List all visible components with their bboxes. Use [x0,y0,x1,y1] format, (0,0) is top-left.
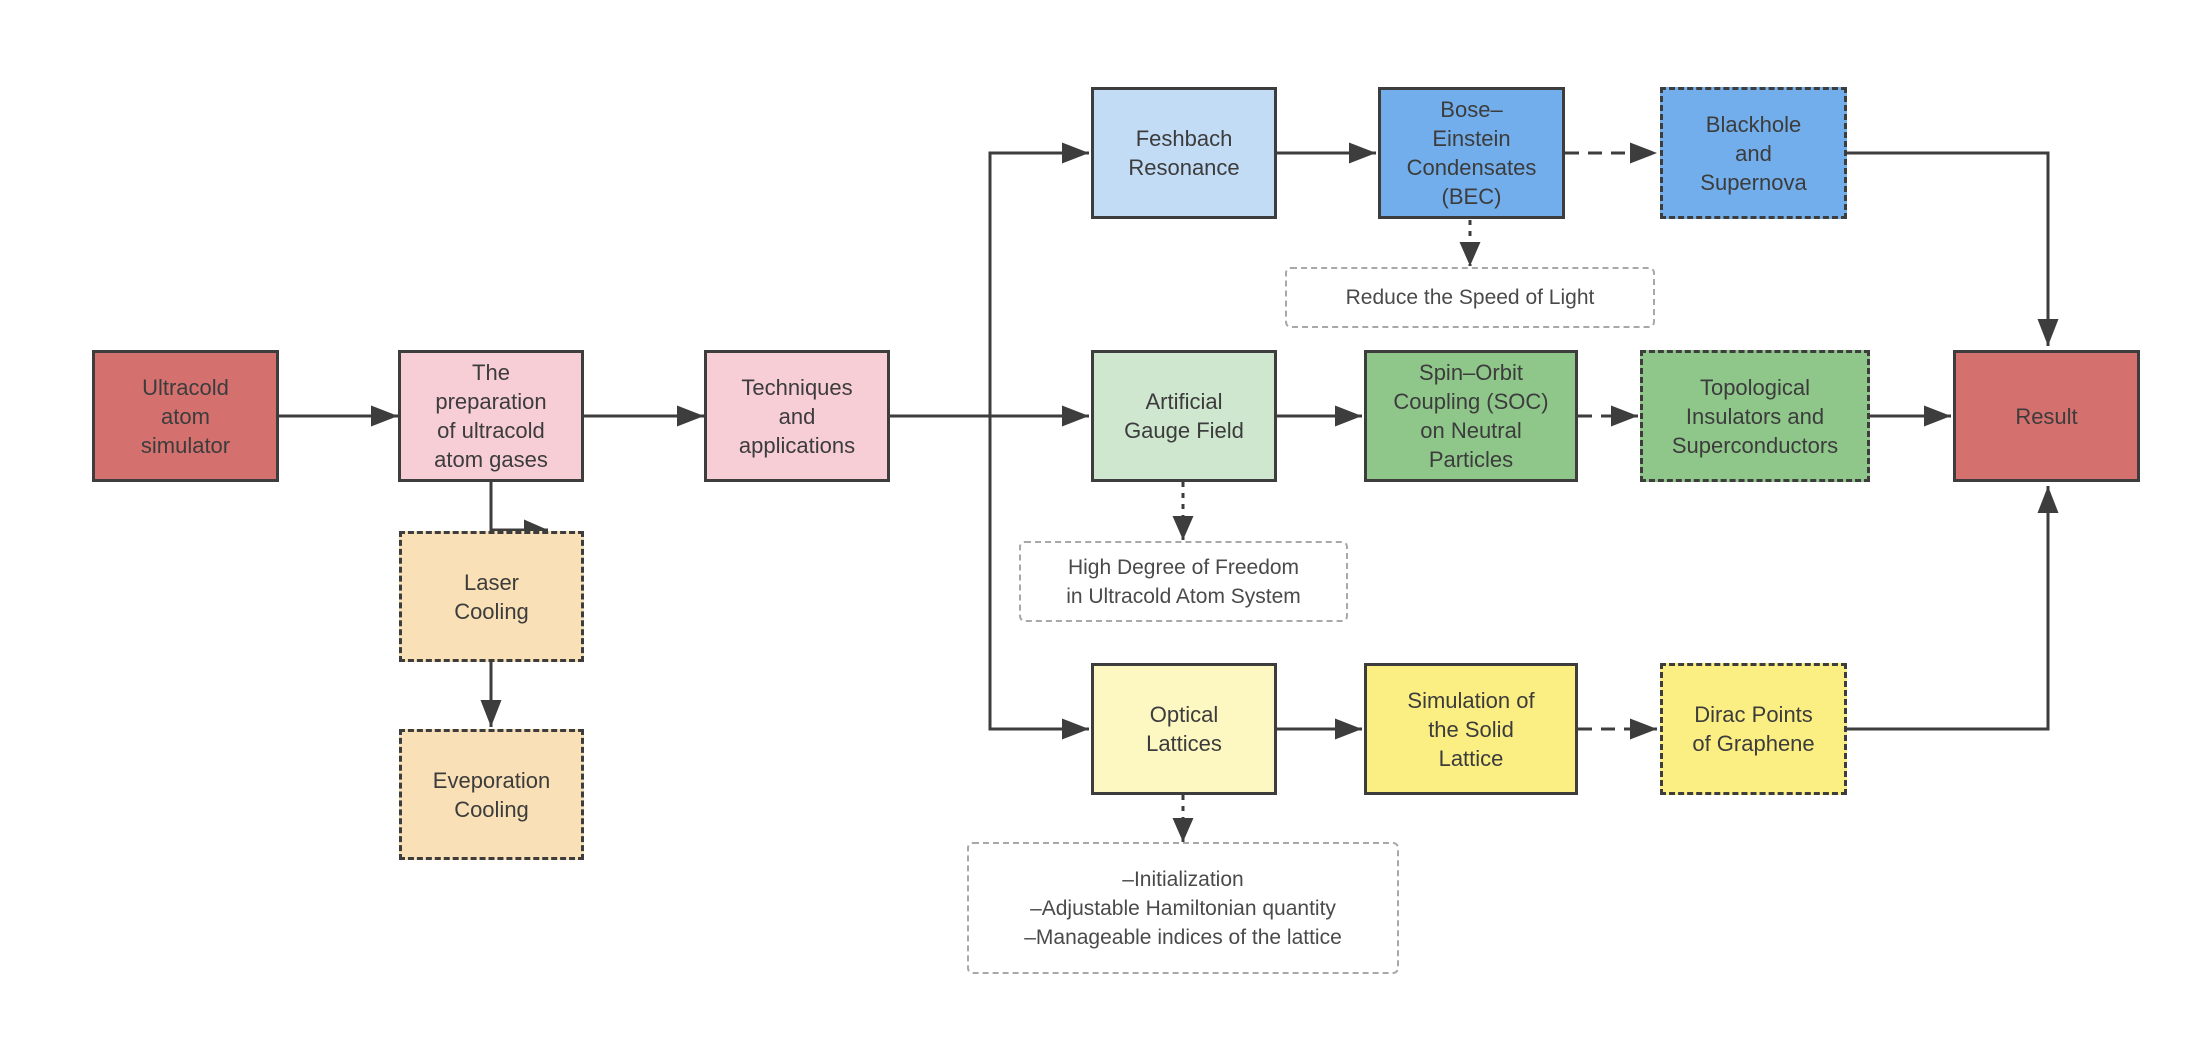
node-bose-einstein-condensates: Bose– Einstein Condensates (BEC) [1378,87,1565,219]
node-blackhole-supernova: Blackhole and Supernova [1660,87,1847,219]
arrow-to-optical [988,416,1089,740]
node-feshbach-resonance: Feshbach Resonance [1091,87,1277,219]
node-topological-insulators: Topological Insulators and Superconducto… [1640,350,1870,482]
node-spin-orbit-coupling: Spin–Orbit Coupling (SOC) on Neutral Par… [1364,350,1578,482]
node-ultracold-atom-simulator: Ultracold atom simulator [92,350,279,482]
node-laser-cooling: Laser Cooling [399,531,584,662]
note-reduce-speed-of-light: Reduce the Speed of Light [1285,267,1655,328]
node-optical-lattices: Optical Lattices [1091,663,1277,795]
node-result: Result [1953,350,2140,482]
arrow-blackhole-to-result [1847,151,2059,346]
node-evaporation-cooling: Eveporation Cooling [399,729,584,860]
node-dirac-points-graphene: Dirac Points of Graphene [1660,663,1847,795]
note-high-degree-of-freedom: High Degree of Freedom in Ultracold Atom… [1019,541,1348,622]
arrow-to-feshbach [988,142,1089,416]
arrow-dirac-to-result [1847,486,2059,731]
node-artificial-gauge-field: Artificial Gauge Field [1091,350,1277,482]
arrow-preparation-to-laser [489,482,548,541]
node-simulation-solid-lattice: Simulation of the Solid Lattice [1364,663,1578,795]
node-techniques-and-applications: Techniques and applications [704,350,890,482]
note-lattice-properties: –Initialization –Adjustable Hamiltonian … [967,842,1399,974]
node-preparation-of-gases: The preparation of ultracold atom gases [398,350,584,482]
